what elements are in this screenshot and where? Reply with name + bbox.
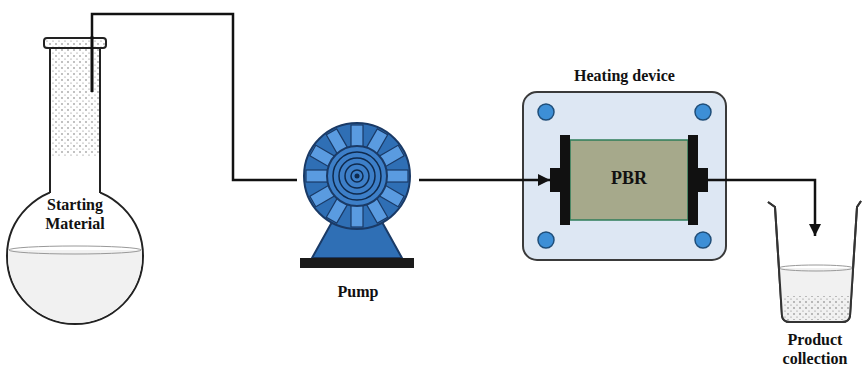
pump-drawing <box>345 164 369 188</box>
flow-tube <box>92 14 297 180</box>
flask-drawing <box>0 250 150 340</box>
pump-drawing <box>306 125 408 227</box>
flask-node: Starting Material <box>4 36 146 330</box>
pump-drawing <box>339 158 375 194</box>
pump-blade <box>386 170 408 182</box>
pump-drawing <box>351 170 363 182</box>
beaker-drawing <box>779 265 853 271</box>
flask-drawing <box>91 36 94 92</box>
beaker-drawing <box>783 296 849 320</box>
node-label: PBR <box>579 168 679 190</box>
flask-drawing <box>0 36 150 340</box>
pump-blade <box>306 170 328 182</box>
heater-knob <box>538 104 554 120</box>
node-label: Heating device <box>530 66 720 85</box>
reactor-body <box>570 140 688 220</box>
pump-drawing <box>333 152 381 200</box>
flask-drawing <box>44 38 106 48</box>
heater-knob <box>695 104 711 120</box>
node-label: Starting Material <box>20 195 130 233</box>
pump-drawing <box>300 123 414 268</box>
collection-beaker: Product collection <box>763 236 867 370</box>
pump-blade <box>351 205 363 227</box>
reactor-flange <box>560 135 570 225</box>
heater-knob <box>538 232 554 248</box>
heater-knob <box>695 232 711 248</box>
heating-device: Heating devicePBR <box>522 64 727 262</box>
reactor-flange <box>698 168 708 192</box>
heater-body <box>523 92 726 260</box>
pump-blade <box>351 125 363 147</box>
pump-drawing <box>355 174 360 179</box>
reactor-flange <box>688 135 698 225</box>
flow-tube <box>419 179 550 182</box>
node-label: Pump <box>308 282 408 301</box>
pump-drawing <box>300 258 414 268</box>
pump-drawing <box>327 146 387 206</box>
reactor-box: PBR <box>550 135 708 225</box>
flask-drawing <box>9 246 141 254</box>
beaker-drawing <box>779 268 853 322</box>
node-label: Product collection <box>767 330 863 368</box>
pump-drawing <box>304 123 410 229</box>
pump-node: Pump <box>297 118 419 308</box>
reactor-flange <box>550 168 560 192</box>
flask-drawing <box>45 39 105 47</box>
